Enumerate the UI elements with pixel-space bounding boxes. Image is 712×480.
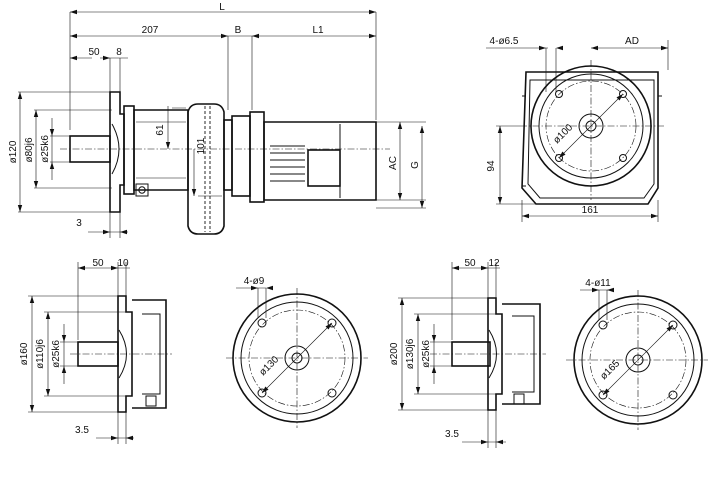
label-holes-9: 4-ø9 bbox=[244, 276, 265, 287]
label-holes-6-5: 4-ø6.5 bbox=[490, 36, 519, 47]
label-8: 8 bbox=[116, 47, 122, 58]
label-12: 12 bbox=[488, 258, 500, 269]
label-L1: L1 bbox=[312, 25, 324, 36]
label-dia80j6: ø80j6 bbox=[24, 137, 35, 162]
label-dia165: ø165 bbox=[598, 358, 622, 382]
label-50-flange200: 50 bbox=[464, 258, 476, 269]
label-dia130j6: ø130j6 bbox=[405, 338, 416, 369]
bolt-holes-160 bbox=[257, 318, 337, 398]
motor-end-view: ø100 4-ø6.5 AD 94 161 bbox=[486, 36, 669, 222]
label-AD: AD bbox=[625, 36, 639, 47]
label-207: 207 bbox=[142, 25, 159, 36]
label-AC: AC bbox=[388, 156, 399, 170]
output-flange bbox=[109, 91, 125, 213]
label-L: L bbox=[219, 2, 225, 13]
label-B: B bbox=[235, 25, 242, 36]
label-dia100: ø100 bbox=[551, 122, 575, 146]
label-101: 101 bbox=[196, 137, 207, 154]
label-dia110j6: ø110j6 bbox=[35, 339, 46, 369]
label-dia25k6-main: ø25k6 bbox=[40, 135, 51, 163]
label-3: 3 bbox=[76, 218, 82, 229]
label-10: 10 bbox=[117, 258, 129, 269]
flange-side-view-160: 50 10 ø160 ø110j6 ø25k6 3.5 bbox=[19, 258, 172, 444]
label-50-flange160: 50 bbox=[92, 258, 104, 269]
label-50-main: 50 bbox=[88, 47, 100, 58]
label-dia160: ø160 bbox=[19, 342, 30, 365]
label-holes-11: 4-ø11 bbox=[585, 278, 611, 289]
label-dia25k6-flange160: ø25k6 bbox=[51, 340, 62, 368]
bolt-holes-top bbox=[555, 90, 627, 162]
cooling-fins bbox=[270, 145, 305, 182]
flange-front-view-200: ø165 4-ø11 bbox=[566, 278, 708, 430]
terminal-box bbox=[307, 149, 341, 187]
label-dia120: ø120 bbox=[8, 140, 19, 163]
label-3-5-b: 3.5 bbox=[445, 429, 459, 440]
motor-flange bbox=[231, 115, 251, 197]
label-3-5-a: 3.5 bbox=[75, 425, 89, 436]
bolt-holes-200 bbox=[598, 320, 678, 400]
main-side-view: L 207 B L1 50 8 ø120 ø80j6 ø25k6 61 101 … bbox=[8, 2, 426, 238]
label-61: 61 bbox=[155, 124, 166, 136]
label-dia200: ø200 bbox=[389, 342, 400, 365]
input-stage-housing bbox=[187, 103, 225, 235]
oil-plug bbox=[135, 183, 149, 197]
flange-side-view-200: 50 12 ø200 ø130j6 ø25k6 3.5 bbox=[389, 258, 546, 448]
motor bbox=[263, 121, 377, 201]
label-dia130: ø130 bbox=[257, 354, 281, 378]
label-94: 94 bbox=[486, 160, 497, 172]
label-161: 161 bbox=[582, 205, 599, 216]
label-dia25k6-flange200: ø25k6 bbox=[421, 340, 432, 368]
label-G: G bbox=[410, 161, 421, 169]
flange-front-view-160: ø130 4-ø9 bbox=[226, 276, 368, 428]
end-view-housing bbox=[521, 71, 659, 205]
